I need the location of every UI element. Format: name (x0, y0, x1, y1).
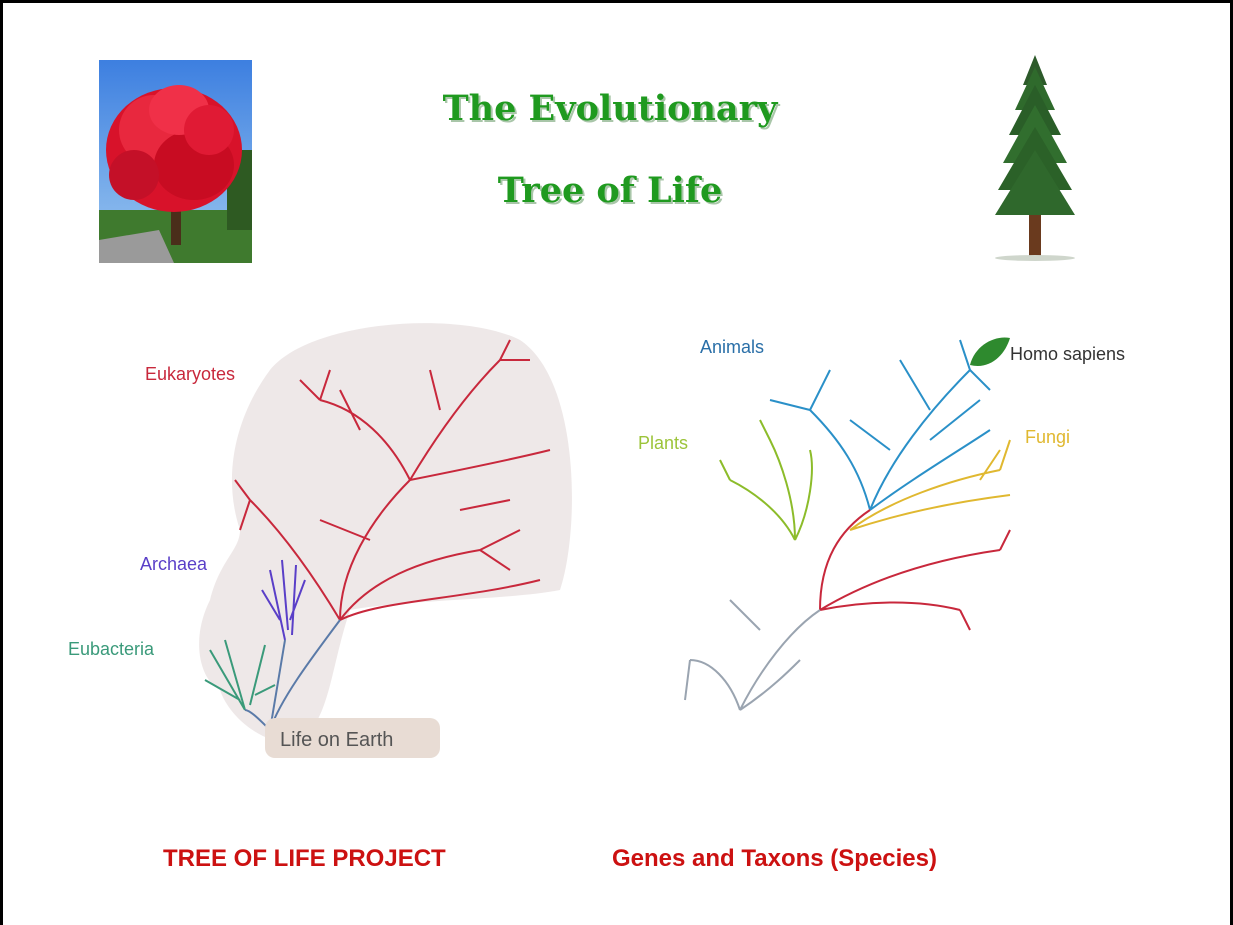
label-eukaryotes: Eukaryotes (145, 364, 235, 384)
footer-tree-of-life-project: TREE OF LIFE PROJECT (163, 845, 446, 873)
label-eubacteria: Eubacteria (68, 639, 155, 659)
footer-genes-and-taxons: Genes and Taxons (Species) (612, 845, 937, 873)
fungi-branches (850, 440, 1010, 530)
tree-of-life-right-diagram: Animals Homo sapiens Plants Fungi (630, 330, 1170, 770)
label-homo-sapiens: Homo sapiens (1010, 344, 1125, 364)
red-tree-photo (99, 60, 252, 263)
title-line-1: The Evolutionary (300, 88, 920, 129)
pine-tree-illustration (965, 55, 1105, 265)
tree-of-life-left-diagram: Eukaryotes Archaea Eubacteria Life on Ea… (40, 300, 600, 770)
label-life-on-earth: Life on Earth (280, 729, 393, 751)
plants-branches (720, 420, 812, 540)
base-branches (685, 600, 820, 710)
homo-sapiens-leaf-icon (970, 337, 1010, 365)
title-line-2: Tree of Life (300, 170, 920, 211)
label-animals: Animals (700, 337, 764, 357)
other-eukaryote-branches (820, 510, 1010, 630)
label-archaea: Archaea (140, 554, 208, 574)
label-plants: Plants (638, 433, 688, 453)
label-fungi: Fungi (1025, 427, 1070, 447)
animals-branches (770, 340, 990, 510)
